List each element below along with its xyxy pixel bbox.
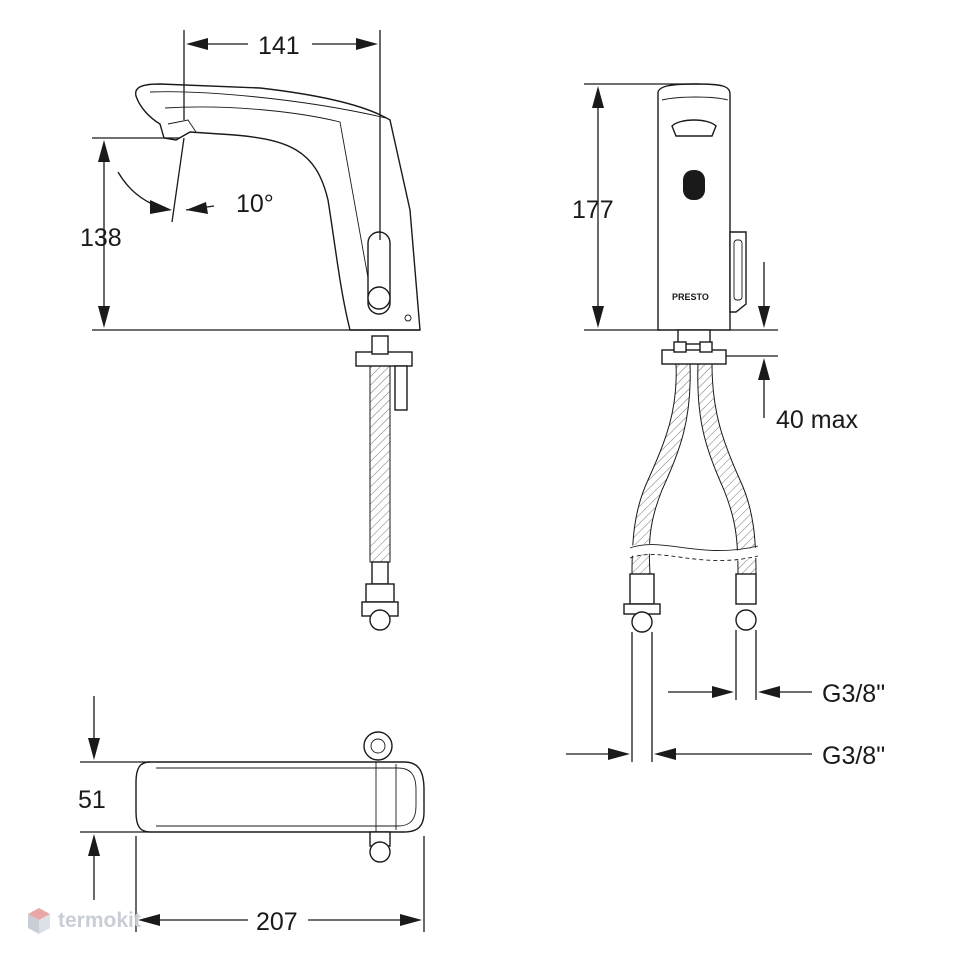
dim-spout-reach: 141 <box>258 32 300 60</box>
sensor-window-front <box>683 170 705 200</box>
side-view: 138 141 10° <box>80 30 421 631</box>
faucet-top-body <box>135 761 425 833</box>
cube-logo-icon <box>28 908 50 934</box>
dim-hose-thread-inner: G3/8" <box>822 680 885 708</box>
dim-body-width: 51 <box>78 786 106 814</box>
dim-spout-height: 138 <box>80 224 122 252</box>
lever-knob <box>367 286 391 310</box>
front-view: PRESTO 177 <box>566 83 885 770</box>
dim-mounting-thickness: 40 max <box>776 406 858 434</box>
brand-mark: PRESTO <box>672 292 709 302</box>
faucet-front-body <box>657 83 731 331</box>
faucet-side-body <box>134 83 421 331</box>
dim-body-length: 207 <box>256 908 298 936</box>
dim-spout-angle: 10° <box>236 190 274 218</box>
front-hose-right <box>697 363 757 575</box>
side-hose <box>369 365 391 563</box>
dim-overall-height: 177 <box>572 196 614 224</box>
watermark: termokit <box>26 906 141 936</box>
dim-hose-thread-outer: G3/8" <box>822 742 885 770</box>
watermark-text: termokit <box>58 909 141 932</box>
front-hose-left <box>631 363 691 575</box>
top-view: 51 207 <box>78 696 425 936</box>
